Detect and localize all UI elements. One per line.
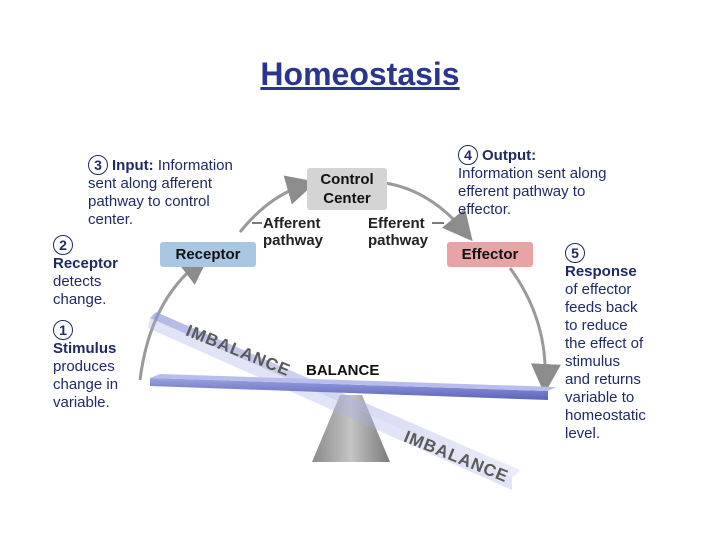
step-stimulus: 1 Stimulus produces change in variable. — [53, 320, 119, 411]
feedback-arc-right — [508, 267, 561, 394]
fulcrum — [312, 395, 390, 462]
step-receptor: 2 Receptor detects change. — [53, 235, 119, 308]
step-number: 5 — [565, 243, 585, 263]
feedback-arc-left — [138, 254, 210, 381]
step-number: 2 — [53, 235, 73, 255]
efferent-pathway-label: Efferent pathway — [368, 215, 429, 249]
step-number: 1 — [53, 320, 73, 340]
step-heading: Receptor — [53, 255, 119, 272]
balance-beam — [150, 378, 548, 400]
step-response: 5 Response of effector feeds back to red… — [565, 243, 646, 442]
page-title: Homeostasis — [260, 56, 460, 92]
step-heading: Input: — [112, 157, 154, 174]
imbalance-beam — [150, 312, 520, 478]
balance-label: BALANCE — [306, 362, 380, 379]
control-center-box: Control Center — [307, 168, 387, 210]
effector-box: Effector — [447, 242, 533, 267]
step-number: 4 — [458, 145, 478, 165]
receptor-box: Receptor — [160, 242, 256, 267]
afferent-pathway-label: Afferent pathway — [263, 215, 324, 249]
feedback-arc-top-left — [238, 175, 317, 233]
step-heading: Response — [565, 263, 637, 280]
feedback-arc-top-right — [384, 181, 473, 242]
step-heading: Stimulus — [53, 340, 117, 357]
step-heading: Output: — [482, 147, 537, 164]
step-number: 3 — [88, 155, 108, 175]
